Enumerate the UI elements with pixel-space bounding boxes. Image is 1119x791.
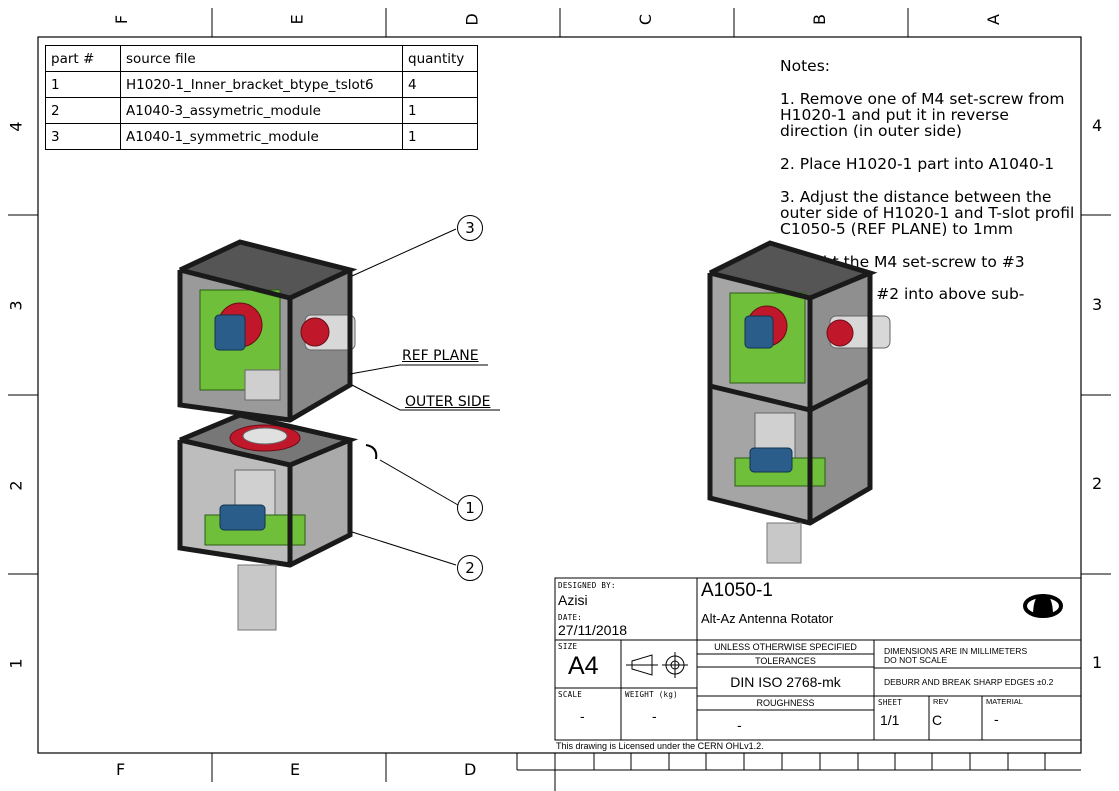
designed-by-label: DESIGNED BY:	[558, 581, 616, 590]
upper-module	[177, 239, 358, 423]
roughness-label: ROUGHNESS	[756, 698, 815, 708]
bom-cell: 4	[402, 71, 478, 98]
bom-header: quantity	[402, 45, 478, 72]
sheet-label: SHEET	[878, 698, 903, 707]
deburr-note: DEBURR AND BREAK SHARP EDGES ±0.2	[884, 677, 1054, 687]
roughness-value: -	[737, 717, 742, 733]
date-label: DATE:	[558, 613, 583, 622]
bom-header-row: part # source file quantity	[45, 45, 478, 72]
dimensions-note: DIMENSIONS ARE IN MILLIMETERS	[884, 646, 1028, 656]
logo-icon	[1023, 594, 1064, 618]
license-note: This drawing is Licensed under the CERN …	[556, 741, 764, 751]
zone-bottom-d: D	[464, 760, 477, 779]
exploded-assembly-view	[177, 239, 359, 631]
drawing-number: A1050-1	[701, 580, 773, 601]
bom-row: 1 H1020-1_Inner_bracket_btype_tslot6 4	[45, 71, 478, 98]
bom-header: part #	[45, 45, 121, 72]
balloon-3: 3	[457, 215, 483, 241]
zone-right-2: 2	[1092, 474, 1103, 493]
bom-table: part # source file quantity 1 H1020-1_In…	[45, 45, 478, 150]
bom-cell: A1040-1_symmetric_module	[120, 123, 403, 150]
projection-symbol	[626, 652, 688, 678]
zone-right-3: 3	[1092, 295, 1103, 314]
drawing-title: Alt-Az Antenna Rotator	[701, 611, 834, 626]
bom-row: 3 A1040-1_symmetric_module 1	[45, 123, 478, 150]
bom-cell: 1	[402, 97, 478, 124]
weight-value: -	[652, 708, 657, 724]
designer-name: Azisi	[558, 592, 588, 608]
sheet-value: 1/1	[880, 712, 900, 728]
lower-module	[177, 412, 359, 631]
do-not-scale: DO NOT SCALE	[884, 655, 948, 665]
bom-cell: A1040-3_assymetric_module	[120, 97, 403, 124]
scale-label: SCALE	[558, 690, 583, 699]
note-item: 2. Place H1020-1 part into A1040-1	[780, 155, 1055, 174]
assembled-module	[707, 240, 891, 564]
date-value: 27/11/2018	[558, 622, 628, 638]
tolerances-label: TOLERANCES	[755, 656, 816, 666]
assembly-notes: Notes: 1. Remove one of M4 set-screw fro…	[780, 42, 1080, 335]
bom-header: source file	[120, 45, 403, 72]
weight-label: WEIGHT (kg)	[625, 690, 678, 699]
tolerance-standard: DIN ISO 2768-mk	[730, 674, 841, 690]
bom-row: 2 A1040-3_assymetric_module 1	[45, 97, 478, 124]
material-value: -	[994, 711, 999, 727]
zone-right-1: 1	[1092, 653, 1103, 672]
zone-bottom-e: E	[290, 760, 301, 779]
size-label: SIZE	[558, 642, 578, 651]
ref-plane-label: REF PLANE	[402, 348, 479, 364]
zone-bottom-f: F	[116, 760, 126, 779]
bom-cell: H1020-1_Inner_bracket_btype_tslot6	[120, 71, 403, 98]
rev-value: C	[932, 712, 943, 728]
material-label: MATERIAL	[986, 697, 1023, 706]
scale-value: -	[580, 708, 585, 724]
notes-title: Notes:	[780, 57, 830, 76]
balloon-2: 2	[457, 555, 483, 581]
balloon-1: 1	[457, 495, 483, 521]
assembled-view	[707, 240, 891, 564]
outer-side-label: OUTER SIDE	[405, 394, 491, 410]
rev-label: REV	[933, 697, 949, 706]
note-item: 3. Adjust the distance between the outer…	[780, 187, 1075, 239]
unless-specified: UNLESS OTHERWISE SPECIFIED	[714, 642, 857, 652]
bom-cell: 1	[402, 123, 478, 150]
bom-cell: 2	[45, 97, 121, 124]
zone-right-4: 4	[1092, 116, 1103, 135]
note-item: 1. Remove one of M4 set-screw from H1020…	[780, 89, 1065, 141]
sheet-size: A4	[568, 652, 599, 680]
